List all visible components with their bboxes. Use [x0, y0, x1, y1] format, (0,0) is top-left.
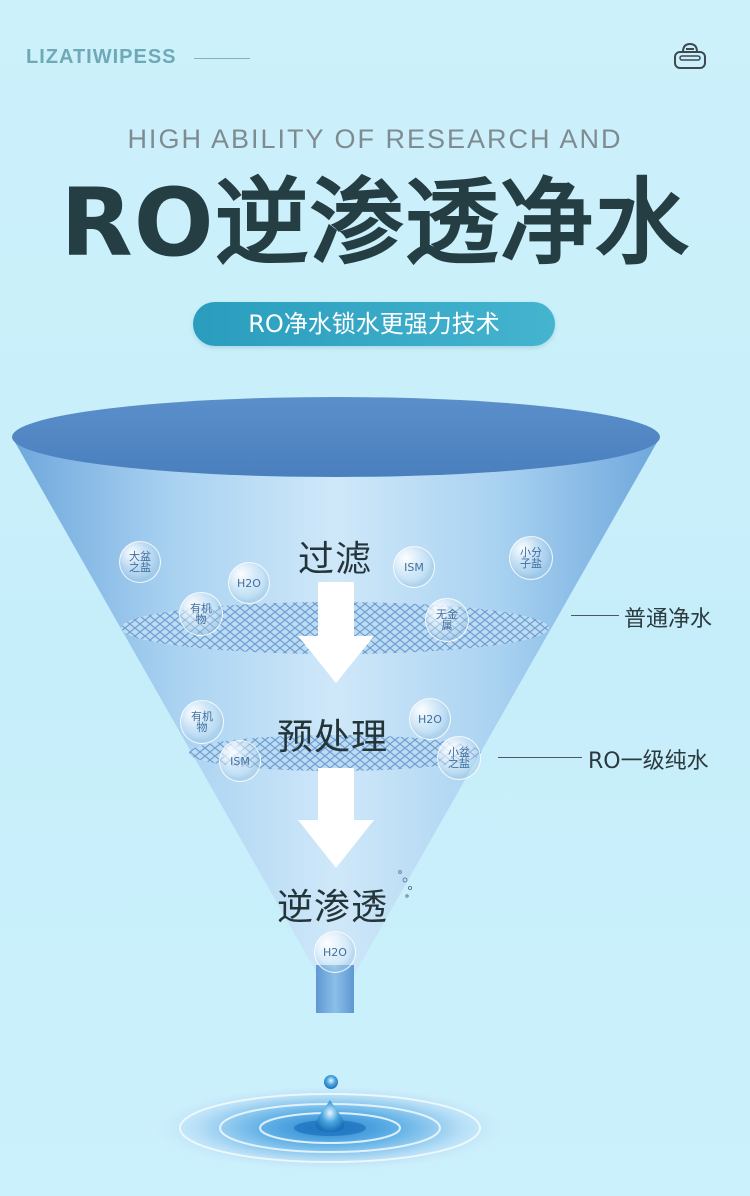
funnel-rim	[12, 397, 660, 477]
stage-filter-label: 过滤	[298, 539, 373, 580]
side-label-line	[498, 757, 582, 758]
molecule-bubble: 大盆之盐	[119, 541, 161, 583]
page-title: RO逆渗透净水	[60, 169, 690, 278]
molecule-bubble: H2O	[409, 698, 451, 740]
wipes-pack-icon	[674, 42, 706, 69]
water-drop-icon	[316, 1100, 344, 1132]
side-label-line	[571, 615, 619, 616]
molecule-bubble: 小分子盐	[509, 536, 553, 580]
stage-pretreat-label: 预处理	[277, 717, 389, 758]
funnel-cone	[12, 437, 660, 975]
side-label-ro-pure-water: RO一级纯水	[588, 749, 709, 774]
molecule-bubble: 无金属	[425, 598, 469, 642]
molecule-bubble: H2O	[314, 931, 356, 973]
subtitle-english: HIGH ABILITY OF RESEARCH AND	[127, 124, 623, 154]
brand-divider	[194, 58, 250, 59]
tagline-pill: RO净水锁水更强力技术	[193, 302, 555, 346]
arrow-down-icon	[298, 582, 374, 683]
molecule-bubble: 有机物	[180, 700, 224, 744]
molecule-bubble: 有机物	[179, 592, 223, 636]
molecule-bubble: H2O	[228, 562, 270, 604]
brand-name: LIZATIWIPESS	[26, 46, 177, 68]
funnel-spout	[316, 965, 354, 1013]
molecule-bubble: ISM	[219, 740, 261, 782]
stage-ro-label: 逆渗透	[277, 887, 389, 928]
molecule-bubble: 小盆之盐	[437, 736, 481, 780]
side-label-normal-water: 普通净水	[624, 607, 713, 632]
arrow-down-icon	[298, 768, 374, 868]
molecule-bubble: ISM	[393, 546, 435, 588]
